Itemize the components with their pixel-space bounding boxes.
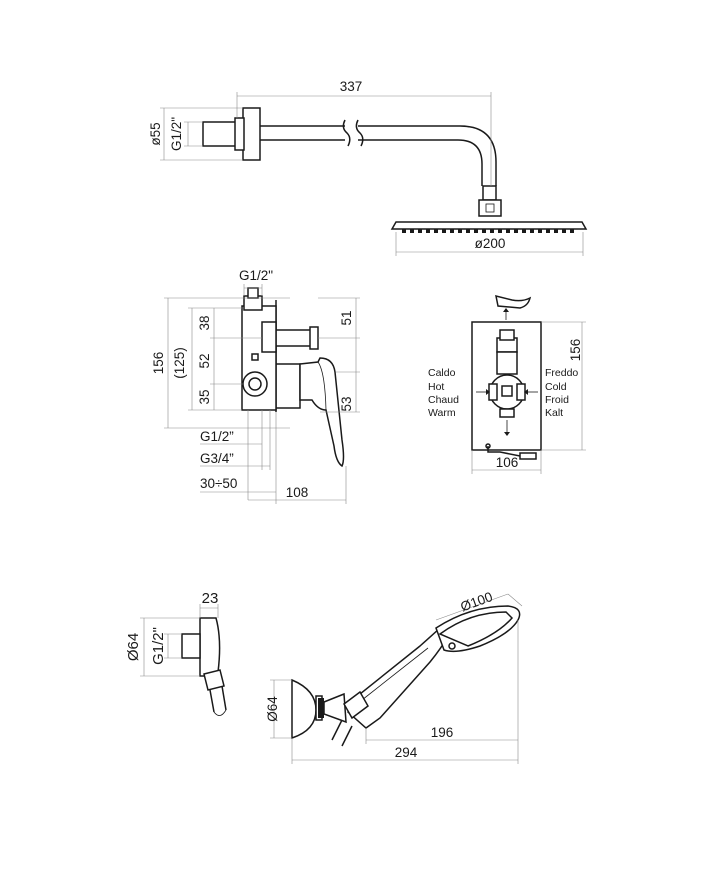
nozzle [426,229,430,233]
nozzle [458,229,462,233]
nozzle [418,229,422,233]
depth-range-dimension: 30÷50 [200,476,237,491]
wall-outlet-view: 23 Ø64 G1/2" [125,590,227,716]
body-height-dimension: 156 [151,352,166,375]
head-nozzles [402,229,574,233]
nozzle [434,229,438,233]
mixer-front-view: Caldo Hot Chaud Warm Freddo Cold Froid K… [428,294,586,474]
nozzle [506,229,510,233]
d35-dimension: 35 [197,389,212,404]
nozzle [546,229,550,233]
cover-plate [275,363,301,409]
nozzle [562,229,566,233]
head-diameter-dimension: ø200 [475,236,506,251]
nozzle [530,229,534,233]
d52-dimension: 52 [197,353,212,368]
holder-ring [318,698,324,718]
flange-diameter-dimension: ø55 [148,122,163,145]
total-length-dimension: 294 [395,745,418,760]
outlet-depth-dimension: 23 [202,590,219,607]
hot-label-2: Chaud [428,394,459,406]
nozzle [482,229,486,233]
nozzle [522,229,526,233]
hot-label-1: Hot [428,381,444,393]
d51-dimension: 51 [339,310,354,325]
arm-nut [234,117,245,151]
side-outlet [275,329,313,347]
mixer-side-view: 156 (125) 38 52 35 51 53 G1/2" G1/2” G3/… [151,268,360,504]
hose [331,719,353,747]
nozzle [490,229,494,233]
hot-label-3: Warm [428,407,456,419]
nozzle [554,229,558,233]
front-height-dimension: 156 [568,339,583,362]
nozzle [538,229,542,233]
top-spout-icon [495,294,532,309]
cold-label-2: Froid [545,394,569,406]
lever-handle [299,357,345,468]
arm-tube [260,125,497,186]
front-plate [471,321,542,451]
shower-arm-view: 337 ø55 G1/2" ø200 [148,79,588,256]
arm-nipple [202,121,238,147]
holder-diameter-dimension: Ø64 [265,696,280,722]
arm-length-dimension: 337 [340,79,363,94]
inlet-circle [242,371,268,397]
break-mark [342,119,351,147]
head-connector [478,199,502,217]
nozzle [450,229,454,233]
nozzle [514,229,518,233]
outlet-diameter-dimension: Ø64 [125,633,142,661]
nozzle [410,229,414,233]
ball-joint [482,185,497,201]
cold-label-3: Kalt [545,407,563,419]
nozzle [498,229,502,233]
d53-dimension: 53 [339,396,354,411]
shower-head [390,221,588,230]
bottom-thread-2-dimension: G3/4” [200,451,234,466]
front-width-dimension: 106 [496,455,519,470]
nozzle [570,229,574,233]
holder-body [291,678,317,740]
depth-dimension: 108 [286,485,309,500]
hand-shower-view: Ø100 Ø64 196 294 [265,589,523,764]
inner-height-dimension: (125) [172,347,187,379]
outlet-thread-dimension: G1/2" [150,627,167,665]
handle-length-dimension: 196 [431,725,454,740]
outlet-body [199,617,221,677]
top-thread-dimension: G1/2" [239,268,273,283]
d38-dimension: 38 [197,315,212,330]
cold-label-1: Cold [545,381,567,393]
arm-thread-dimension: G1/2" [169,117,184,151]
nozzle [466,229,470,233]
nozzle [402,229,406,233]
nozzle [474,229,478,233]
bottom-thread-1-dimension: G1/2” [200,429,234,444]
cold-label-0: Freddo [545,367,578,379]
hot-label-0: Caldo [428,367,456,379]
wall-flange [242,107,261,161]
nozzle [442,229,446,233]
